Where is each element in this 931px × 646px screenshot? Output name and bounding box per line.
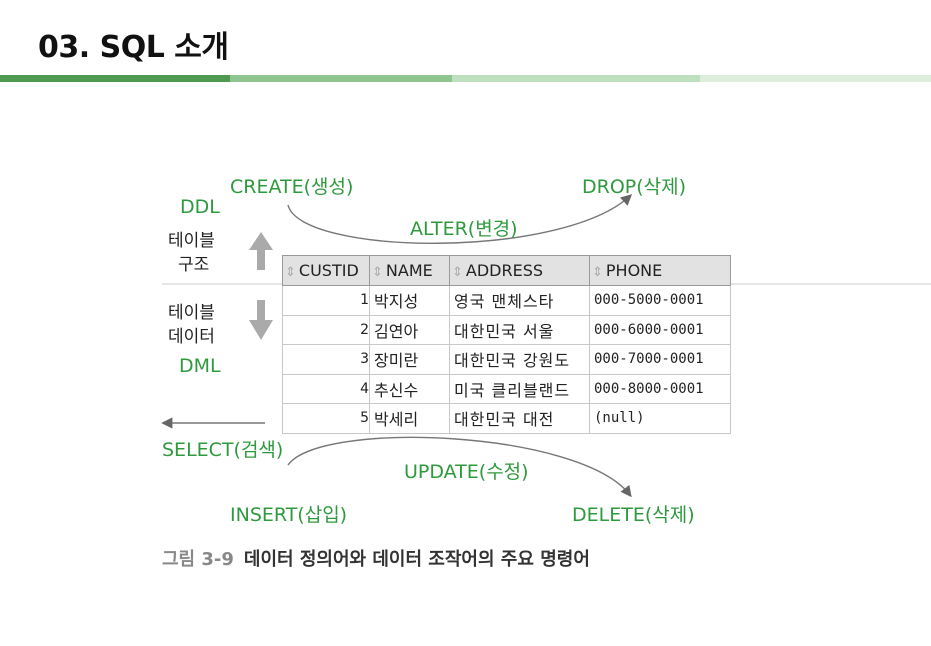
cell-name: 박세리 xyxy=(369,403,450,434)
cell-custid: 5 xyxy=(282,403,370,434)
delete-label: DELETE(삭제) xyxy=(572,504,695,526)
cell-phone: (null) xyxy=(589,403,731,434)
sort-icon: ⇕ xyxy=(452,265,463,280)
cell-address: 미국 클리블랜드 xyxy=(449,373,590,404)
cell-address: 대한민국 서울 xyxy=(449,314,590,345)
cell-custid: 2 xyxy=(282,314,370,345)
alter-label: ALTER(변경) xyxy=(410,218,518,240)
table-row: 4 추신수 미국 클리블랜드 000-8000-0001 xyxy=(282,373,731,404)
sort-icon: ⇕ xyxy=(372,265,383,280)
cell-name: 장미란 xyxy=(369,344,450,375)
cell-name: 김연아 xyxy=(369,314,450,345)
ddl-curve-arrow xyxy=(287,194,633,244)
drop-label: DROP(삭제) xyxy=(582,176,687,198)
create-label: CREATE(생성) xyxy=(230,176,354,198)
table-row: 2 김연아 대한민국 서울 000-6000-0001 xyxy=(282,314,731,345)
up-arrow-icon xyxy=(249,232,273,270)
table-data-label-line2: 데이터 xyxy=(168,327,215,347)
figure-caption: 그림 3-9 데이터 정의어와 데이터 조작어의 주요 명령어 xyxy=(162,545,590,571)
cell-phone: 000-8000-0001 xyxy=(589,373,731,404)
table-row: 3 장미란 대한민국 강원도 000-7000-0001 xyxy=(282,344,731,375)
cell-phone: 000-7000-0001 xyxy=(589,344,731,375)
page-title: 03. SQL 소개 xyxy=(38,30,229,65)
down-arrow-icon xyxy=(249,300,273,340)
column-header: ⇕ADDRESS xyxy=(449,255,590,286)
table-structure-label-line2: 구조 xyxy=(178,255,210,275)
sort-icon: ⇕ xyxy=(285,265,296,280)
cell-name: 박지성 xyxy=(369,285,450,316)
dml-label: DML xyxy=(179,355,221,377)
cell-address: 대한민국 대전 xyxy=(449,403,590,434)
column-header: ⇕PHONE xyxy=(589,255,731,286)
cell-phone: 000-6000-0001 xyxy=(589,314,731,345)
table-data-label-line1: 테이블 xyxy=(168,303,215,323)
customer-table: ⇕CUSTID ⇕NAME ⇕ADDRESS ⇕PHONE 1 박지성 영국 맨… xyxy=(282,255,731,434)
sort-icon: ⇕ xyxy=(592,265,603,280)
select-label: SELECT(검색) xyxy=(162,439,284,461)
cell-custid: 3 xyxy=(282,344,370,375)
dml-curve-arrow xyxy=(287,436,632,498)
cell-address: 영국 맨체스타 xyxy=(449,285,590,316)
column-header: ⇕CUSTID xyxy=(282,255,370,286)
table-header-row: ⇕CUSTID ⇕NAME ⇕ADDRESS ⇕PHONE xyxy=(282,255,731,286)
cell-address: 대한민국 강원도 xyxy=(449,344,590,375)
caption-text: 데이터 정의어와 데이터 조작어의 주요 명령어 xyxy=(243,549,590,570)
cell-custid: 4 xyxy=(282,373,370,404)
table-structure-label-line1: 테이블 xyxy=(168,231,215,251)
insert-label: INSERT(삽입) xyxy=(230,504,348,526)
column-header: ⇕NAME xyxy=(369,255,450,286)
title-underline-bar xyxy=(0,75,931,82)
ddl-label: DDL xyxy=(180,196,220,218)
cell-custid: 1 xyxy=(282,285,370,316)
cell-name: 추신수 xyxy=(369,373,450,404)
cell-phone: 000-5000-0001 xyxy=(589,285,731,316)
figure-number: 그림 3-9 xyxy=(162,549,234,570)
table-row: 5 박세리 대한민국 대전 (null) xyxy=(282,403,731,434)
table-row: 1 박지성 영국 맨체스타 000-5000-0001 xyxy=(282,285,731,316)
update-label: UPDATE(수정) xyxy=(404,461,529,483)
